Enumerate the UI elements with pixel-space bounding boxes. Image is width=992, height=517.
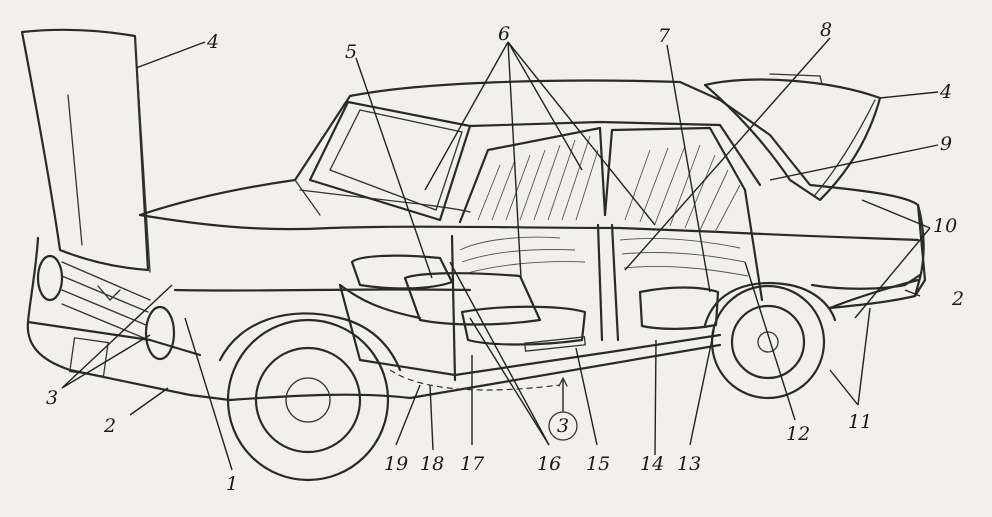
callout-3-front: 3 [46,387,58,409]
callout-1: 1 [226,473,238,495]
front-end [26,236,232,402]
callout-8: 8 [820,19,832,41]
callout-6: 6 [498,23,510,45]
front-wheel [218,312,402,482]
leader-lines [61,37,939,471]
callout-15: 15 [586,453,610,475]
body-shell [138,79,927,402]
callout-13: 13 [677,453,701,475]
callout-11: 11 [848,411,872,433]
callout-12: 12 [786,423,810,445]
callout-17: 17 [460,453,485,475]
callout-19: 19 [384,453,408,475]
circled-callout-3 [548,377,578,441]
callout-14: 14 [640,453,664,475]
open-hood [20,28,151,273]
callout-labels: 1 2 2 3 3 4 4 5 6 7 8 9 10 11 12 13 14 1… [46,19,964,495]
callout-5: 5 [345,41,357,63]
callout-7: 7 [658,25,671,47]
interior-panels [459,236,749,277]
callout-2-rear: 2 [951,288,964,310]
callout-2-front: 2 [103,415,116,437]
callout-4-trunk: 4 [939,81,952,103]
rear-end [810,203,925,310]
callout-10: 10 [933,215,957,237]
front-seats [350,254,720,346]
callout-3-circled: 3 [557,415,569,437]
floor-and-sill [338,283,722,391]
callout-18: 18 [420,453,444,475]
callout-9: 9 [940,133,952,155]
door-openings [450,126,764,382]
open-trunk-lid [703,73,882,202]
callout-4-hood: 4 [206,31,219,53]
callout-16: 16 [537,453,561,475]
windshield [308,100,762,222]
